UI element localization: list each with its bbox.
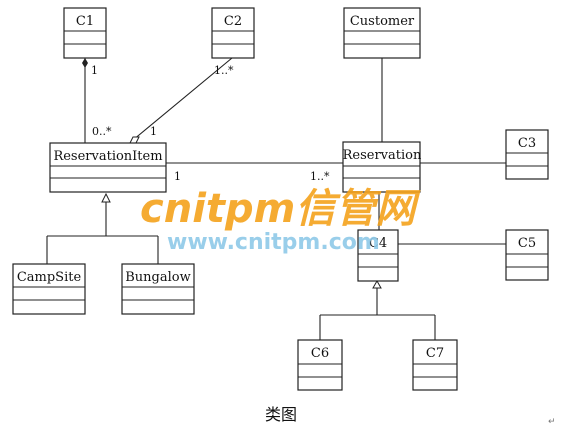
gen-reservationitem-triangle <box>101 192 111 203</box>
class-c3: C3 <box>505 129 549 180</box>
mult-res-to-ri: 1..* <box>310 170 330 183</box>
class-name: C2 <box>224 14 242 29</box>
gen-c4-triangle <box>372 279 382 289</box>
mult-ri-to-res: 1 <box>174 170 181 183</box>
class-bungalow: Bungalow <box>121 263 195 315</box>
edge-c2-reservationitem <box>132 57 233 141</box>
mult-ri-to-c2: 1 <box>150 125 157 138</box>
class-c4: C4 <box>357 229 399 282</box>
class-name: C4 <box>369 236 387 251</box>
class-name: C3 <box>518 136 536 151</box>
class-name: Bungalow <box>125 270 190 285</box>
class-name: C1 <box>76 14 94 29</box>
class-name: Reservation <box>343 148 422 163</box>
diagram-caption: 类图 <box>265 405 297 424</box>
class-campsite: CampSite <box>12 263 86 315</box>
class-c7: C7 <box>412 339 458 391</box>
class-name: CampSite <box>17 270 82 285</box>
class-c6: C6 <box>297 339 343 391</box>
class-name: C5 <box>518 236 536 251</box>
composition-diamond <box>82 58 88 68</box>
class-c2: C2 <box>211 7 255 59</box>
mult-ri-to-c1: 0..* <box>92 125 112 138</box>
aggregation-diamond <box>129 136 140 144</box>
class-customer: Customer <box>343 7 421 59</box>
corner-mark: ↵ <box>548 417 556 427</box>
class-reservation: Reservation <box>342 141 422 193</box>
mult-c1-end: 1 <box>91 64 98 77</box>
watermark-url: www.cnitpm.com <box>167 230 380 255</box>
class-name: C7 <box>426 346 444 361</box>
watermark-logo: cnitpm信管网 <box>140 186 421 232</box>
mult-c2-end: 1..* <box>214 64 234 77</box>
class-c1: C1 <box>63 7 107 59</box>
class-name: ReservationItem <box>53 149 162 164</box>
class-name: C6 <box>311 346 329 361</box>
class-c5: C5 <box>505 229 549 281</box>
class-name: Customer <box>350 14 415 29</box>
class-reservationitem: ReservationItem <box>49 142 167 193</box>
